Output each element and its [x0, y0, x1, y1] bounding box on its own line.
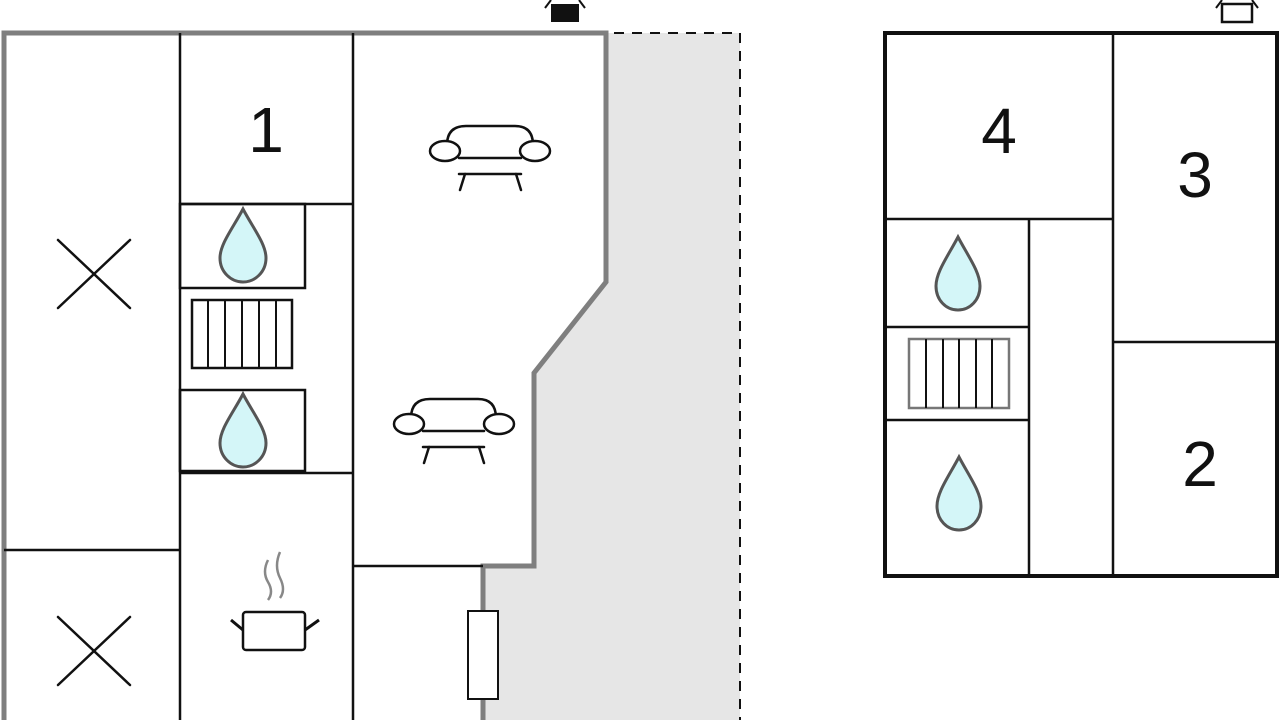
room-label-2: 2	[1182, 428, 1218, 500]
interior-walls	[885, 33, 1277, 576]
sofa-icon	[428, 124, 552, 192]
room-label-1: 1	[248, 94, 284, 166]
water-drop-icon	[218, 205, 268, 284]
door-icon	[467, 610, 499, 700]
room-label-4: 4	[981, 95, 1017, 167]
water-drop-icon	[934, 233, 982, 312]
bed-cross-icon	[56, 238, 132, 310]
radiator-icon	[190, 298, 294, 370]
water-drop-icon	[218, 390, 268, 469]
sofa-icon	[392, 397, 516, 465]
ground-floor: 1	[1, 0, 741, 720]
terrace-area	[483, 33, 740, 720]
bed-cross-icon	[56, 615, 132, 687]
compass-marker-icon	[544, 0, 586, 22]
exterior-wall	[1, 30, 609, 720]
water-drop-icon	[935, 453, 983, 532]
room-label-3: 3	[1177, 139, 1213, 211]
terrace-dashed-border	[434, 32, 741, 720]
upper-floor-outline	[883, 31, 1279, 578]
cooking-pot-icon	[230, 551, 320, 652]
interior-walls	[4, 33, 483, 720]
radiator-icon	[907, 337, 1011, 410]
compass-marker-icon	[1215, 0, 1259, 24]
upper-floor: 4 3 2	[883, 0, 1279, 578]
